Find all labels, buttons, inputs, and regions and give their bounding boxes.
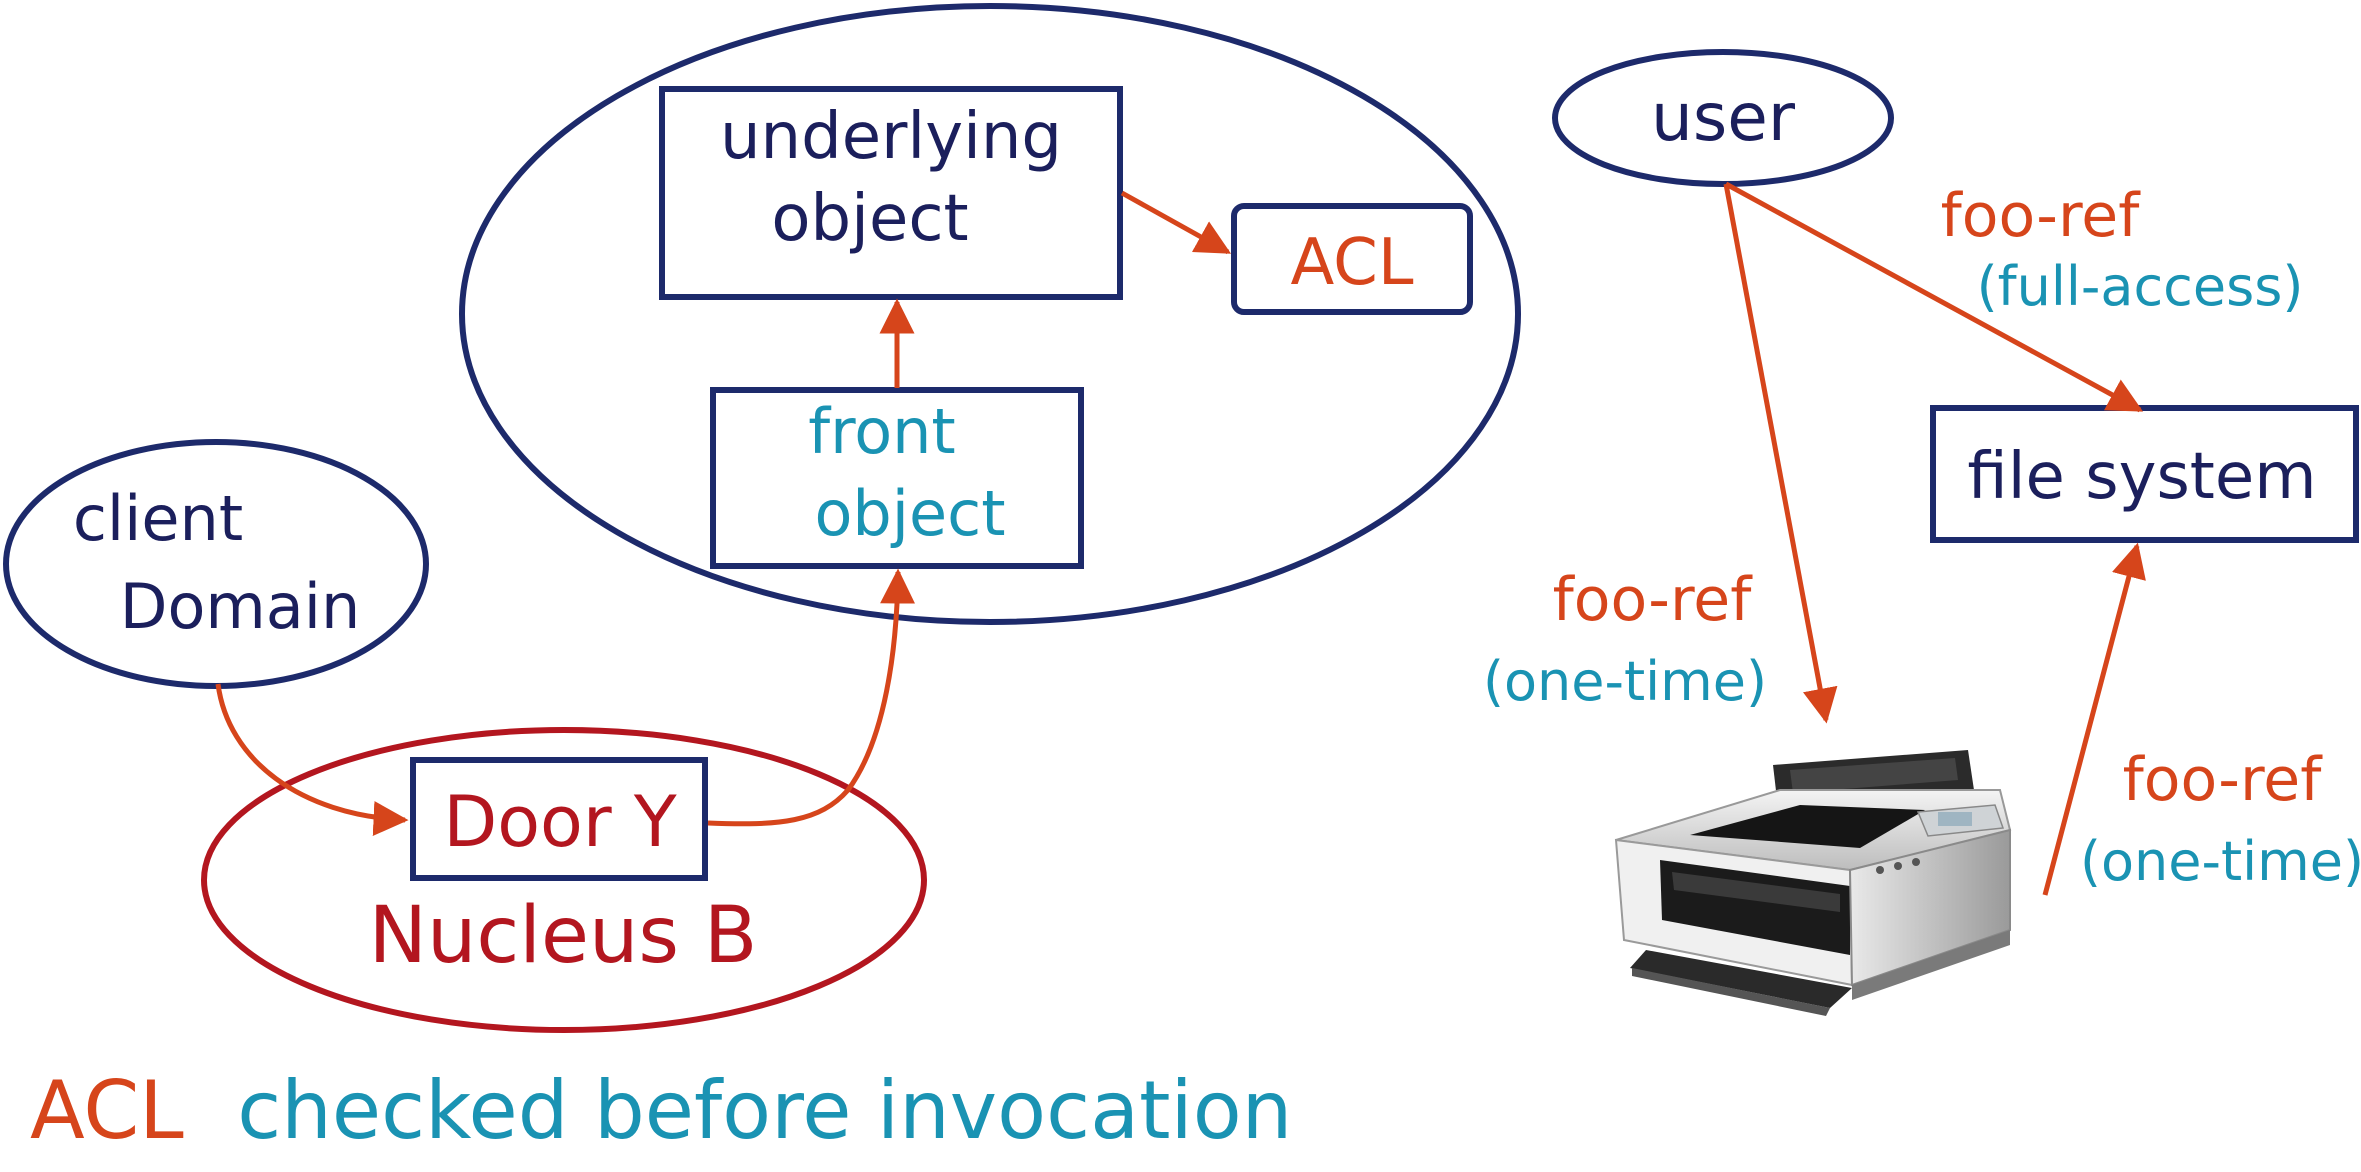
client-domain-label: client (73, 482, 243, 555)
acl-label: ACL (1291, 226, 1414, 300)
edge-user-fs-qualifier: (full-access) (1977, 255, 2304, 318)
arrow-user-to-file-system (1724, 181, 2144, 413)
front-object-label-2: object (814, 477, 1005, 550)
arrow-printer-to-file-system (2042, 542, 2146, 896)
arrow-underlying-to-acl (1120, 190, 1232, 255)
arrow-client-to-door (215, 683, 409, 836)
acl-node: ACL (1231, 203, 1473, 315)
server-domain-ellipse (459, 3, 1521, 625)
client-domain-node: client Domain (3, 439, 429, 689)
file-system-label: file system (1967, 440, 2316, 514)
edge-user-fs-label: foo-ref (1941, 181, 2142, 251)
underlying-object-label: underlying (720, 100, 1062, 174)
nucleus-b-label: Nucleus B (369, 891, 758, 981)
caption-text: ACL checked before invocation (30, 1064, 1292, 1157)
user-node: user (1552, 49, 1894, 187)
caption-rest: checked before invocation (237, 1064, 1292, 1157)
printer-icon (1614, 750, 2012, 1016)
file-system-node: file system (1930, 405, 2359, 543)
underlying-object-label-2: object (771, 182, 968, 256)
door-y-node: Door Y (410, 757, 708, 881)
caption-acl: ACL (30, 1064, 184, 1157)
front-object-node: front object (710, 387, 1084, 569)
arrow-user-to-printer (1723, 183, 1838, 724)
edge-printer-fs-qualifier: (one-time) (2080, 830, 2361, 893)
user-label: user (1651, 79, 1796, 156)
edge-printer-fs-label: foo-ref (2123, 745, 2324, 815)
door-y-label: Door Y (443, 781, 677, 863)
underlying-object-node: underlying object (659, 86, 1123, 300)
front-object-label: front (808, 395, 956, 468)
nucleus-b-node: Nucleus B (201, 727, 927, 1033)
client-domain-label-2: Domain (120, 570, 361, 643)
edge-user-printer-qualifier: (one-time) (1483, 650, 1767, 713)
arrow-door-to-front (707, 568, 916, 827)
caption: ACL checked before invocation (30, 1064, 1292, 1157)
edge-user-printer-label: foo-ref (1553, 565, 1754, 635)
